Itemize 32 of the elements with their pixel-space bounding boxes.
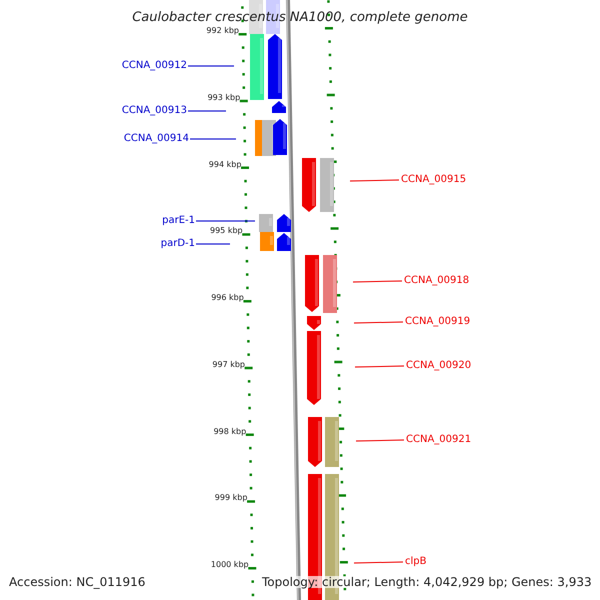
gene-label: CCNA_00919 (405, 316, 470, 328)
ruler-tick-label: 999 kbp (214, 494, 248, 502)
gene-label: CCNA_00920 (406, 360, 472, 372)
ruler-tick-label: 993 kbp (208, 94, 240, 102)
ruler-tick-label: 997 kbp (212, 360, 245, 369)
leader-line (352, 280, 402, 282)
leader-line (356, 440, 404, 442)
leader-line (196, 220, 256, 222)
gene-label: clpB (405, 556, 426, 568)
gene-label: CCNA_00915 (401, 174, 466, 186)
ruler-tick-label: 992 kbp (206, 27, 239, 35)
map-title: Caulobacter crescentus NA1000, complete genome (131, 10, 469, 25)
ruler-tick-label: 994 kbp (208, 160, 242, 168)
ruler-tick-label: 996 kbp (211, 294, 244, 302)
ruler-tick-label: 1000 kbp (210, 561, 249, 569)
leader-line (188, 110, 226, 112)
genome-info-text: Topology: circular; Length: 4,042,929 bp; Genes: 3,933 (262, 576, 592, 588)
gene-label: parE-1 (162, 215, 195, 227)
leader-line (190, 138, 236, 140)
leader-line (354, 366, 404, 368)
gene-label: parD-1 (160, 238, 195, 250)
gene-label: CCNA_00913 (122, 105, 187, 117)
accession-text: Accession: NC_011916 (9, 576, 146, 588)
ruler-tick-label: 995 kbp (210, 227, 243, 236)
gene-label: CCNA_00912 (122, 60, 187, 72)
leader-line (354, 322, 404, 324)
gene-label: CCNA_00914 (124, 133, 189, 145)
leader-line (354, 562, 404, 564)
gene-label: CCNA_00918 (404, 275, 470, 287)
gene-label: CCNA_00921 (406, 434, 472, 446)
ruler-tick-label: 998 kbp (214, 428, 246, 436)
leader-line (350, 180, 400, 182)
